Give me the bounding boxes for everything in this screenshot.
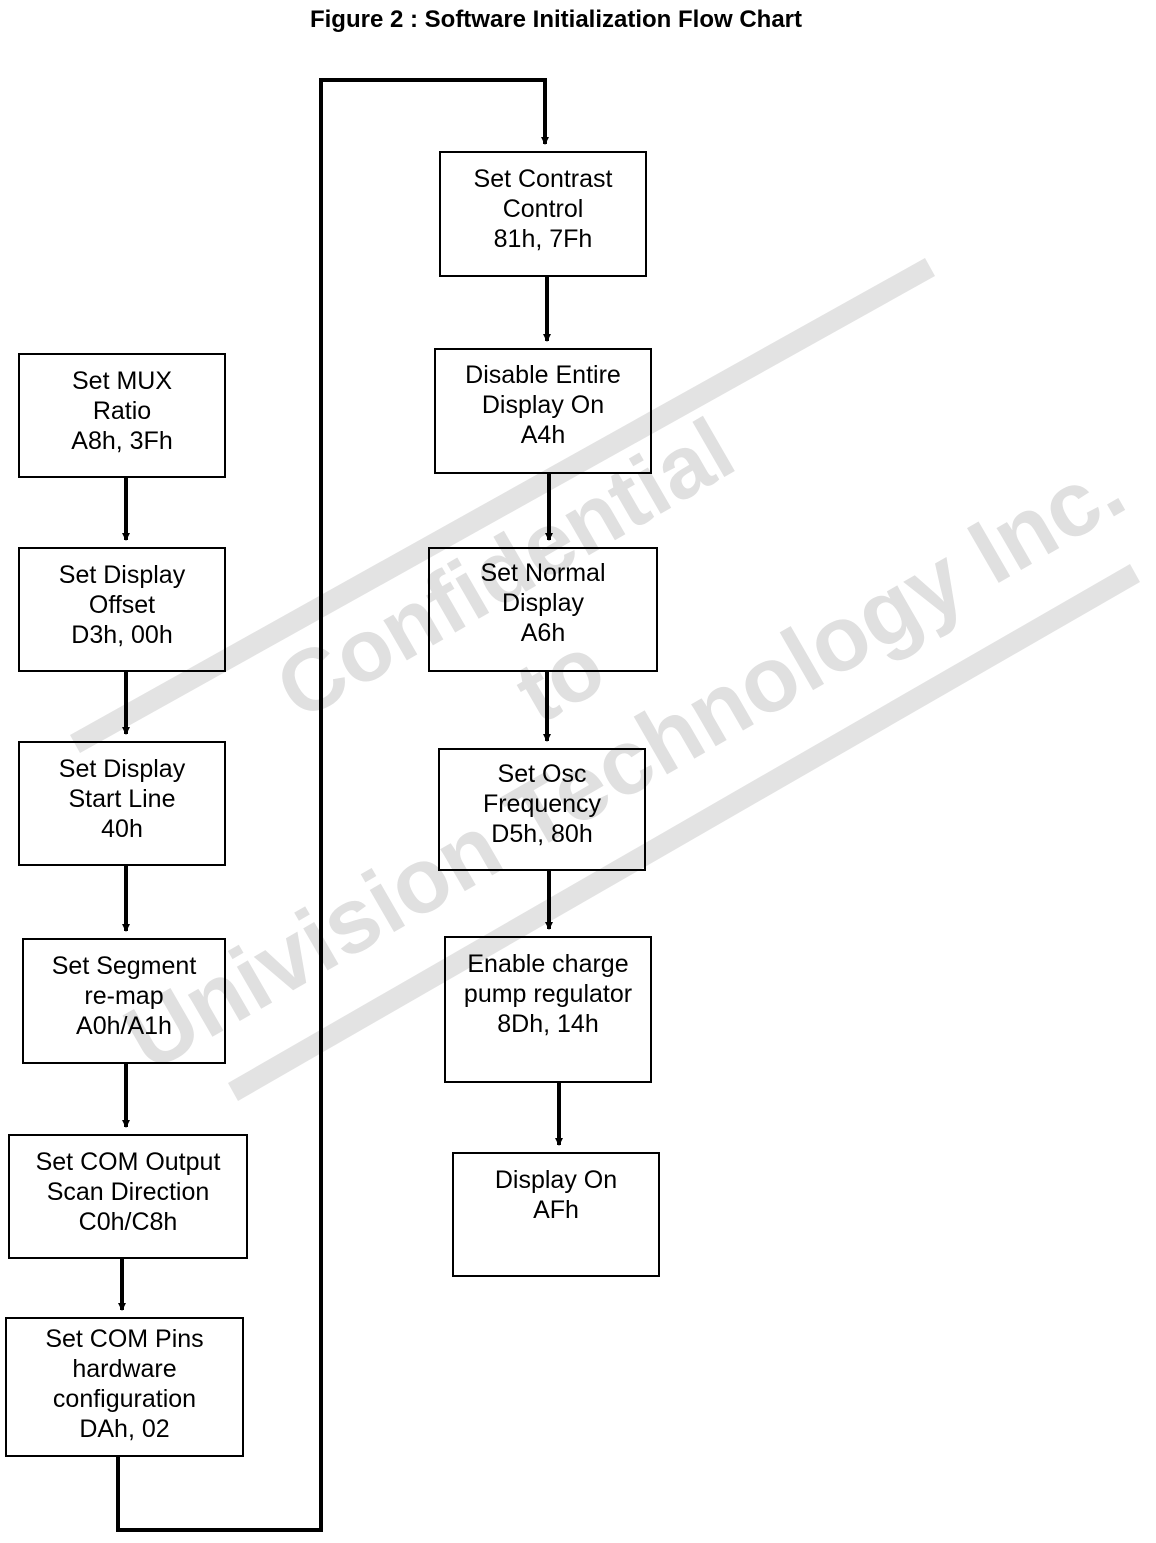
step-command: 40h <box>101 815 143 843</box>
step-set-normal-display: Set Normal Display A6h <box>428 547 658 672</box>
step-line-1: Set COM Pins <box>45 1325 204 1353</box>
step-line-2: re-map <box>84 982 164 1010</box>
step-line-2: Display On <box>481 391 605 419</box>
step-command: 81h, 7Fh <box>493 225 593 253</box>
step-command: C0h/C8h <box>78 1208 178 1236</box>
step-set-display-start-line: Set Display Start Line 40h <box>18 741 226 866</box>
figure-title: Figure 2 : Software Initialization Flow … <box>309 6 803 33</box>
step-line-1: Set Normal <box>480 559 606 587</box>
step-disable-entire-display-on: Disable Entire Display On A4h <box>434 348 652 474</box>
step-line-2: Control <box>502 195 584 223</box>
step-command: D5h, 80h <box>491 820 593 848</box>
watermark-band-upper <box>70 258 935 753</box>
step-set-mux-ratio: Set MUX Ratio A8h, 3Fh <box>18 353 226 478</box>
step-command: A4h <box>520 421 566 449</box>
step-line-1: Set Osc <box>497 760 587 788</box>
step-command: A8h, 3Fh <box>71 427 173 455</box>
step-line-1: Enable charge <box>467 950 629 978</box>
step-set-com-pins-hardware-configuration: Set COM Pins hardware configuration DAh,… <box>5 1317 244 1457</box>
step-line-1: Set Contrast <box>473 165 613 193</box>
step-line-2: hardware <box>72 1355 177 1383</box>
step-command: 8Dh, 14h <box>497 1010 599 1038</box>
step-command: AFh <box>533 1196 579 1224</box>
watermark-band-lower <box>228 564 1140 1101</box>
step-command: DAh, 02 <box>79 1415 170 1443</box>
step-line-2: Scan Direction <box>46 1178 210 1206</box>
step-line-2: Frequency <box>482 790 602 818</box>
step-line-1: Set COM Output <box>35 1148 221 1176</box>
step-enable-charge-pump-regulator: Enable charge pump regulator 8Dh, 14h <box>444 936 652 1083</box>
step-set-com-output-scan-direction: Set COM Output Scan Direction C0h/C8h <box>8 1134 248 1259</box>
step-line-1: Set MUX <box>71 367 173 395</box>
step-line-2: Display <box>502 589 584 617</box>
step-line-1: Display On <box>494 1166 618 1194</box>
step-line-1: Disable Entire <box>465 361 621 389</box>
step-line-1: Set Segment <box>51 952 197 980</box>
loop-connector <box>116 78 549 1532</box>
step-line-1: Set Display <box>58 561 186 589</box>
step-line-1: Set Display <box>58 755 186 783</box>
step-set-display-offset: Set Display Offset D3h, 00h <box>18 547 226 672</box>
step-command: D3h, 00h <box>71 621 173 649</box>
step-line-2: Ratio <box>92 397 152 425</box>
step-set-contrast-control: Set Contrast Control 81h, 7Fh <box>439 151 647 277</box>
step-set-osc-frequency: Set Osc Frequency D5h, 80h <box>438 748 646 871</box>
step-line-3: configuration <box>52 1385 197 1413</box>
step-display-on: Display On AFh <box>452 1152 660 1277</box>
step-command: A6h <box>520 619 566 647</box>
step-line-2: Offset <box>88 591 156 619</box>
step-set-segment-remap: Set Segment re-map A0h/A1h <box>22 938 226 1064</box>
step-command: A0h/A1h <box>76 1012 172 1040</box>
step-line-2: Start Line <box>68 785 176 813</box>
step-line-2: pump regulator <box>463 980 633 1008</box>
